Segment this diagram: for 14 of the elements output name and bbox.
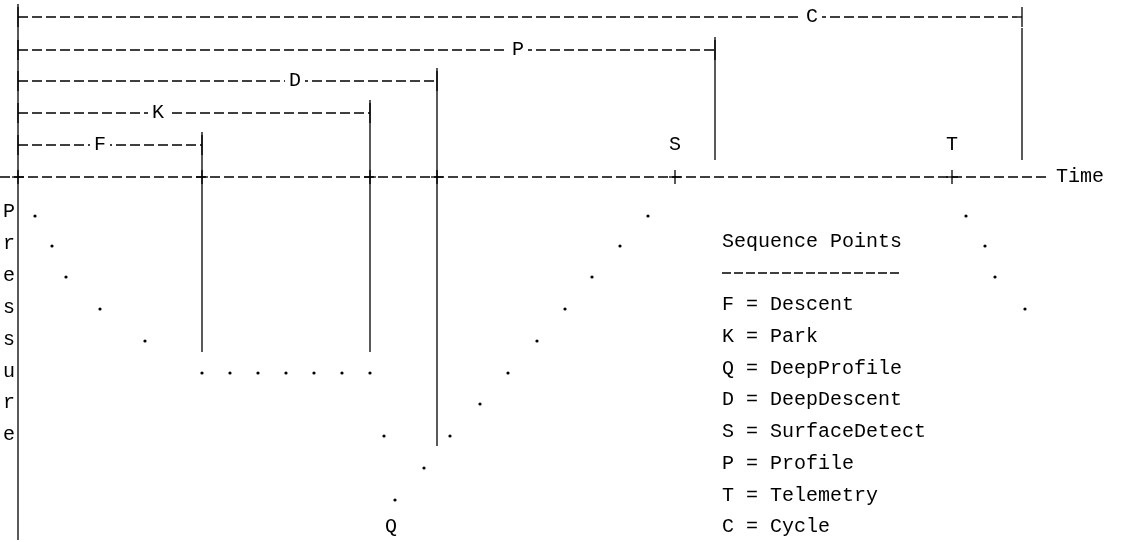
legend-entry: K = Park <box>722 325 818 349</box>
legend-entry: F = Descent <box>722 293 855 317</box>
axis-title: Time <box>1056 165 1104 189</box>
legend-entry: P = Profile <box>722 452 855 476</box>
legend-entry: Q = DeepProfile <box>722 357 903 381</box>
point-label: S <box>669 133 681 157</box>
legend-title: Sequence Points <box>722 230 903 254</box>
legend-entry: T = Telemetry <box>722 484 879 508</box>
axis-title: Pressure <box>2 199 16 449</box>
point-label: T <box>946 133 958 157</box>
legend-entry: C = Cycle <box>722 515 831 539</box>
legend-entry: S = SurfaceDetect <box>722 420 927 444</box>
legend-entry: D = DeepDescent <box>722 388 903 412</box>
point-label: Q <box>385 515 397 539</box>
